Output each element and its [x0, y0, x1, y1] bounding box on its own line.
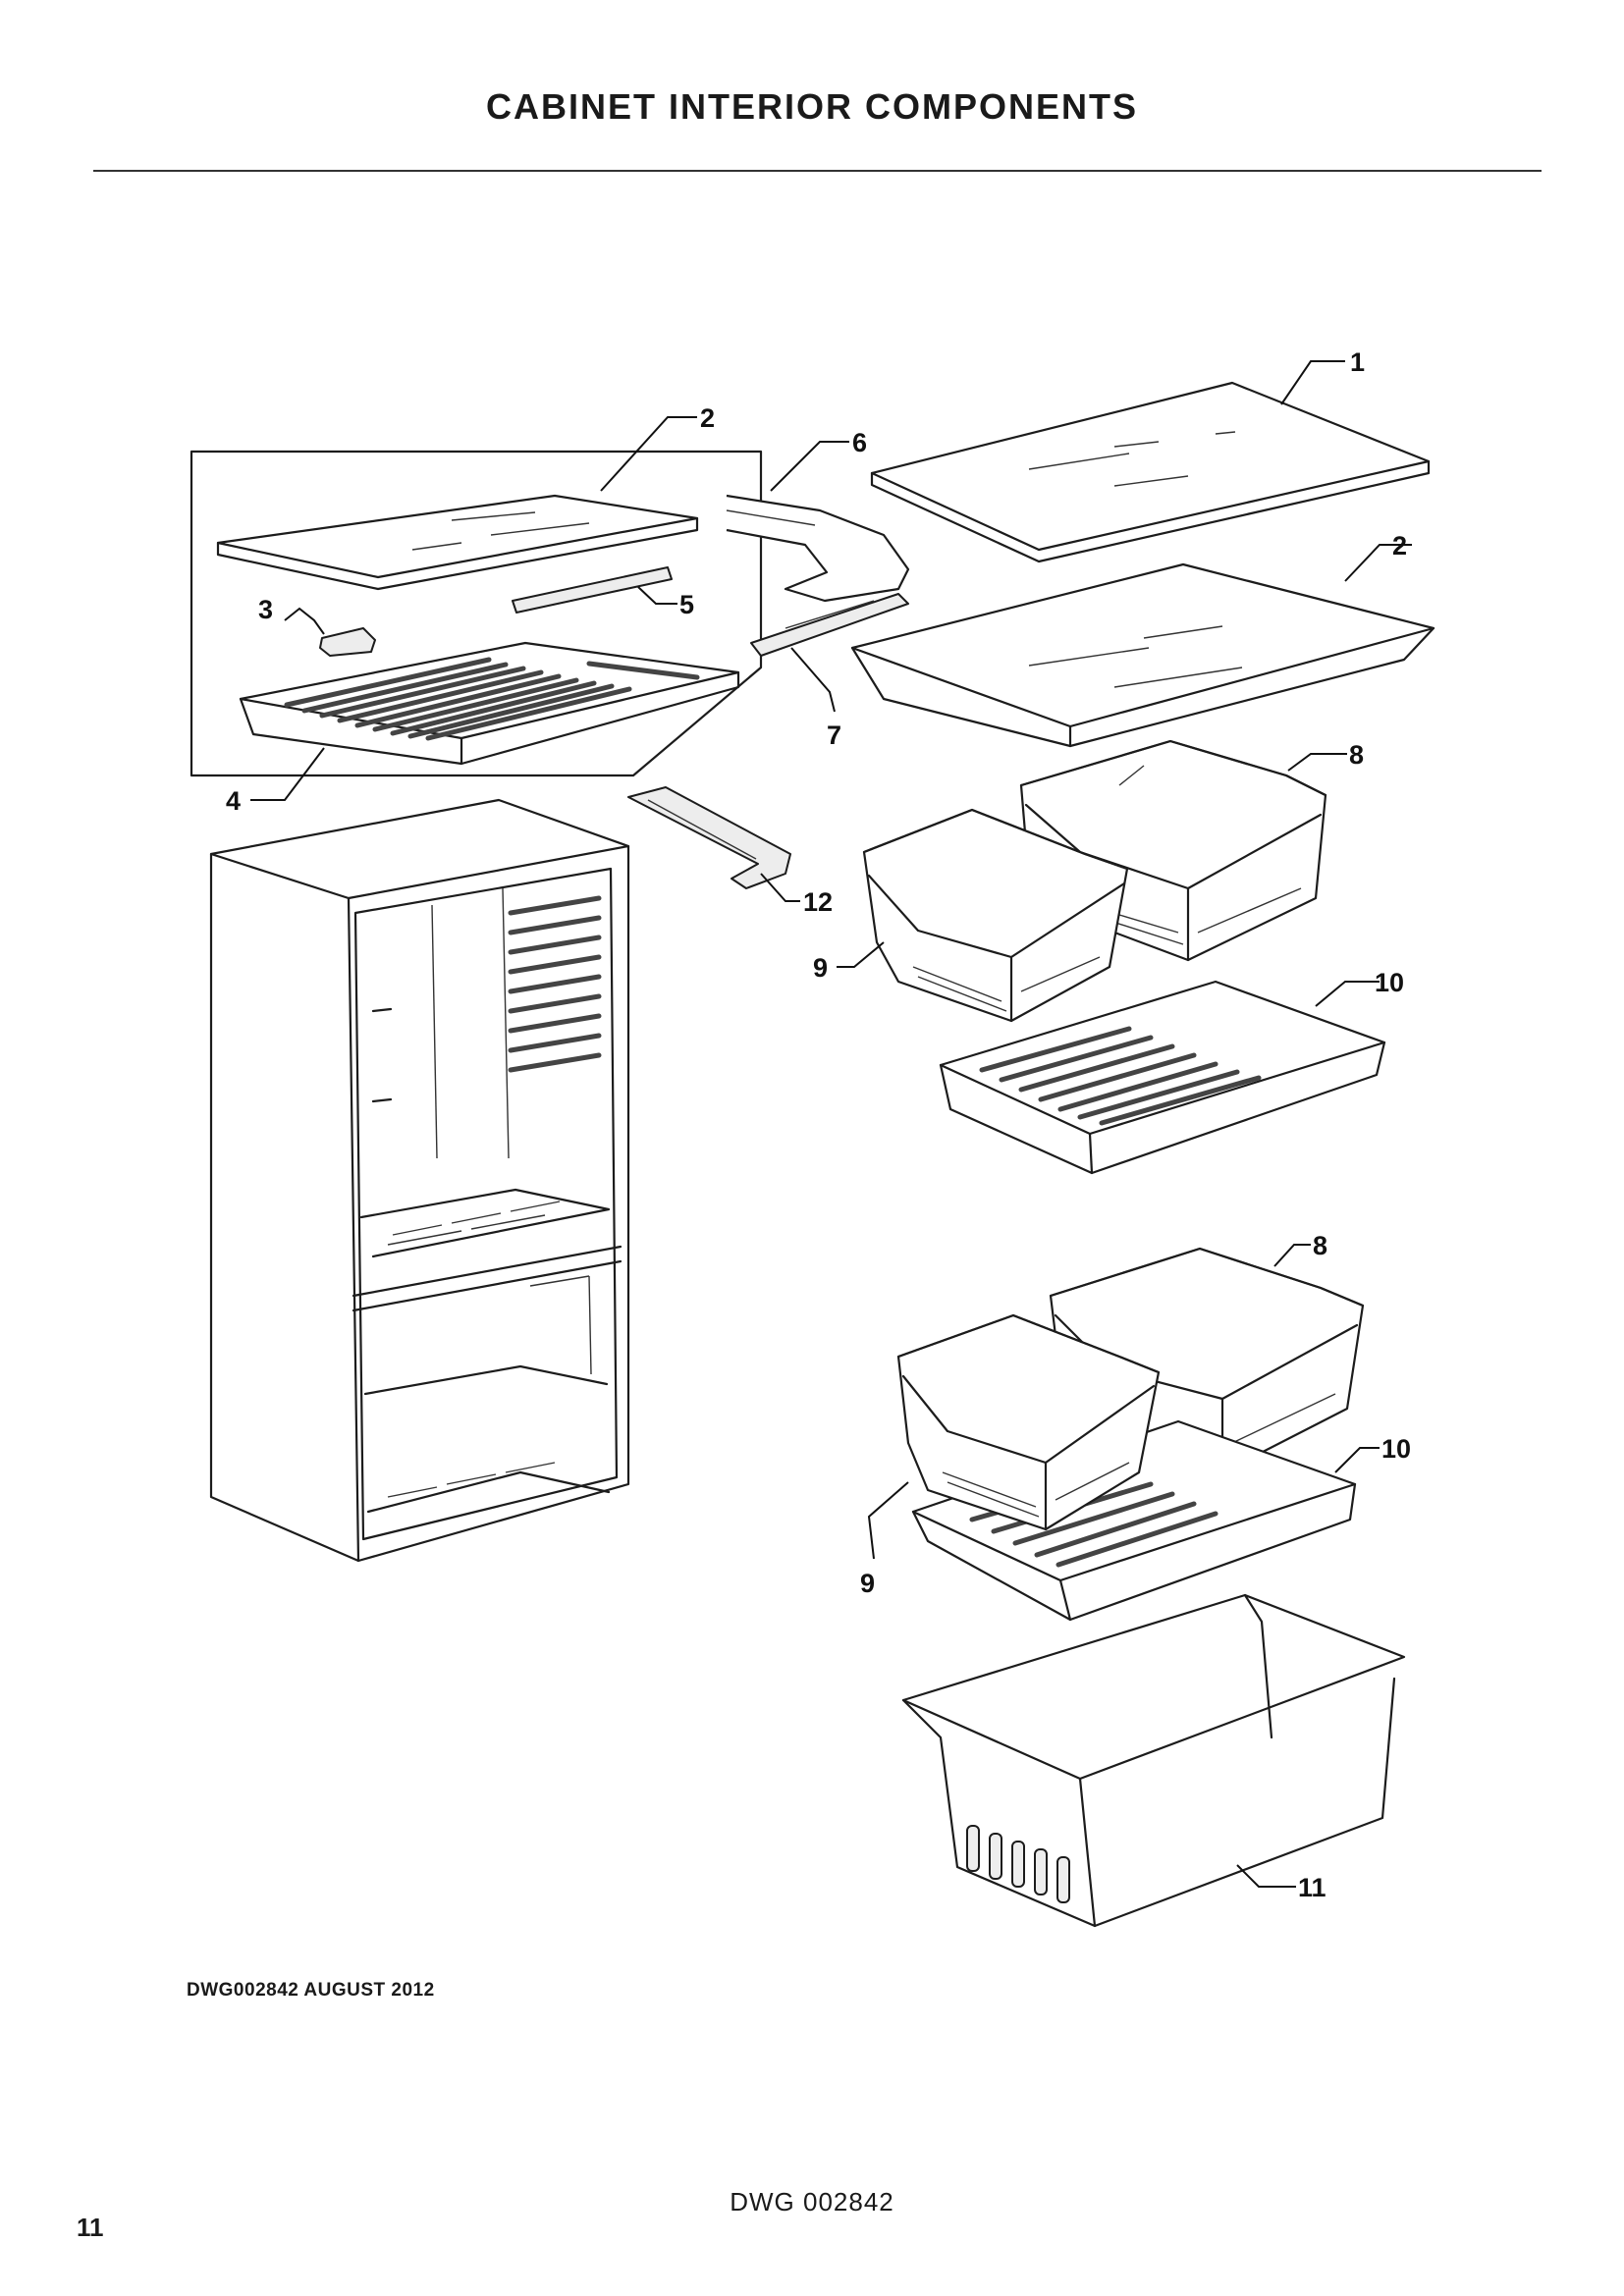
callout-4: 4	[226, 786, 241, 816]
page-title: CABINET INTERIOR COMPONENTS	[485, 86, 1138, 127]
drawing-reference: DWG002842 AUGUST 2012	[187, 1980, 435, 2001]
callout-10-lower: 10	[1381, 1434, 1411, 1464]
callout-5: 5	[679, 590, 694, 619]
part-drawer-tray-upper	[939, 980, 1386, 1175]
callout-leaders	[250, 360, 1412, 1888]
subassembly-frame	[189, 450, 763, 777]
callout-1: 1	[1350, 347, 1365, 377]
part-shelf-right	[850, 562, 1435, 748]
part-door-handle	[627, 786, 791, 889]
part-bin-lower-small	[896, 1313, 1161, 1531]
part-tray-ribbed	[239, 641, 740, 766]
part-bin-upper-small	[862, 808, 1129, 1023]
header-divider	[93, 170, 1542, 172]
part-clip	[319, 627, 376, 657]
callout-10-upper: 10	[1375, 968, 1404, 997]
callout-3: 3	[258, 595, 273, 624]
refrigerator-cabinet	[209, 798, 630, 1563]
callout-7: 7	[827, 721, 841, 750]
callout-8-upper: 8	[1349, 740, 1364, 770]
callout-11: 11	[1298, 1873, 1326, 1902]
callout-labels: 1 2 2 3 4 5 6 7 8 8 9 9 10 10 11 12	[226, 347, 1411, 1902]
part-shelf-top	[870, 381, 1431, 563]
callout-8-lower: 8	[1313, 1231, 1327, 1260]
callout-12: 12	[803, 887, 833, 917]
callout-6: 6	[852, 428, 867, 457]
page-number: 11	[77, 2213, 104, 2242]
part-freezer-basket	[901, 1593, 1406, 1928]
part-shelf-boxed	[216, 494, 699, 591]
part-trim-strip	[512, 566, 673, 614]
part-rail-lower	[750, 593, 909, 657]
callout-2-right: 2	[1392, 531, 1407, 561]
callout-2-boxed: 2	[700, 403, 715, 433]
callout-9-lower: 9	[860, 1569, 875, 1598]
footer-drawing-number: DWG 002842	[730, 2187, 894, 2216]
part-rail-upper	[726, 494, 910, 603]
callout-9-upper: 9	[813, 953, 828, 983]
